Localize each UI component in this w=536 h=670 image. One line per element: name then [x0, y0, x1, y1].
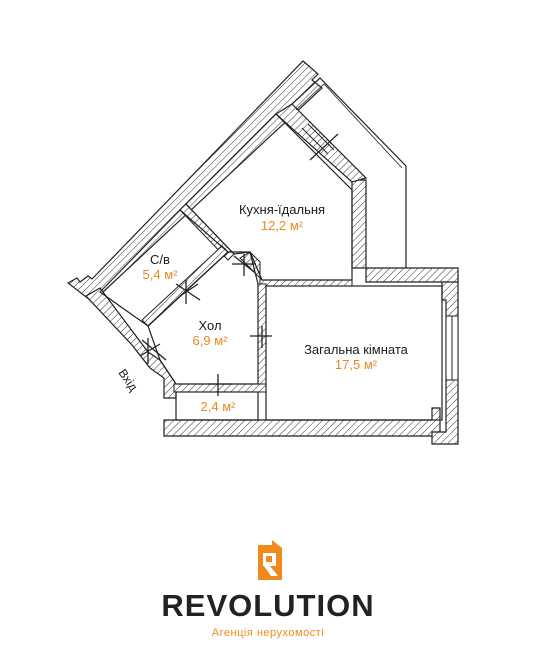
- door-storage: [208, 374, 232, 396]
- kitchen-outline: [185, 113, 353, 281]
- living-room-name: Загальна кімната: [304, 342, 409, 357]
- storage-outline: [175, 391, 259, 421]
- hall-area: 6,9 м²: [193, 333, 229, 348]
- bathroom-name: С/в: [150, 252, 170, 267]
- kitchen-diagonal-wall: [275, 103, 368, 183]
- room-outlines: [99, 113, 443, 421]
- bathroom-area: 5,4 м²: [143, 267, 179, 282]
- storage-area: 2,4 м²: [201, 399, 237, 414]
- hall-outline: [147, 251, 259, 385]
- door-kitchen: [232, 254, 256, 276]
- door-markers: [139, 254, 272, 396]
- door-living-room: [250, 326, 272, 348]
- entrance-label: Вхід: [116, 366, 141, 393]
- door-entrance: [139, 338, 167, 364]
- brand-tagline: Агенція нерухомості: [211, 627, 325, 639]
- revolution-logo-icon: [258, 540, 282, 580]
- brand-wordmark: REVOLUTION: [161, 588, 375, 623]
- room-labels: Кухня-їдальня 12,2 м² С/в 5,4 м² Хол 6,9…: [116, 202, 409, 414]
- northwest-wall: [66, 60, 323, 303]
- door-bathroom: [175, 280, 201, 304]
- living-room-area: 17,5 м²: [335, 357, 378, 372]
- living-room-window: [445, 315, 459, 381]
- kitchen-window: [301, 123, 339, 161]
- living-room-outline: [265, 285, 443, 421]
- hall-name: Хол: [198, 318, 221, 333]
- balcony: [291, 77, 407, 268]
- wall-storage: [173, 383, 267, 393]
- kitchen-name: Кухня-їдальня: [239, 202, 325, 217]
- kitchen-area: 12,2 м²: [261, 218, 304, 233]
- northeast-wall: [351, 179, 459, 283]
- interior-walls: [141, 203, 353, 393]
